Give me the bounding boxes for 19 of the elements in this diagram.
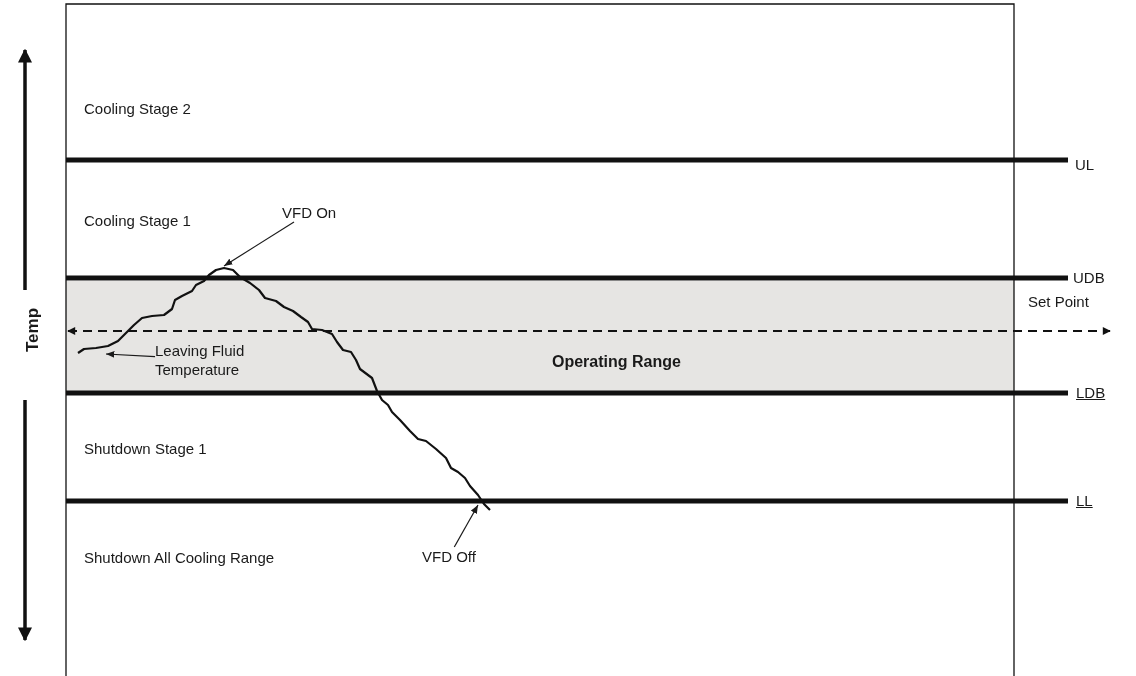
callout-text: VFD Off [422,547,476,566]
leader-line [223,221,295,267]
temperature-curve [77,266,491,511]
zone-label: UL [1075,156,1095,174]
leader-line [105,351,156,358]
axis-label: Temp [24,307,43,353]
zone-label: Shutdown All Cooling Range [84,549,275,567]
zone-label: Set Point [1028,293,1089,311]
operating-range-band [66,281,1014,391]
zone-label: LL [1076,492,1093,510]
zone-label: Cooling Stage 1 [84,212,191,230]
leader-line [453,504,479,548]
zone-label: Shutdown Stage 1 [84,440,207,458]
zone-label: LDB [1076,384,1106,402]
callout-text: VFD On [282,203,337,222]
callout-text: Leaving Fluid Temperature [155,341,275,379]
band-title: Operating Range [552,353,681,371]
zone-label: Cooling Stage 2 [84,100,191,118]
zone-label: UDB [1073,269,1105,287]
